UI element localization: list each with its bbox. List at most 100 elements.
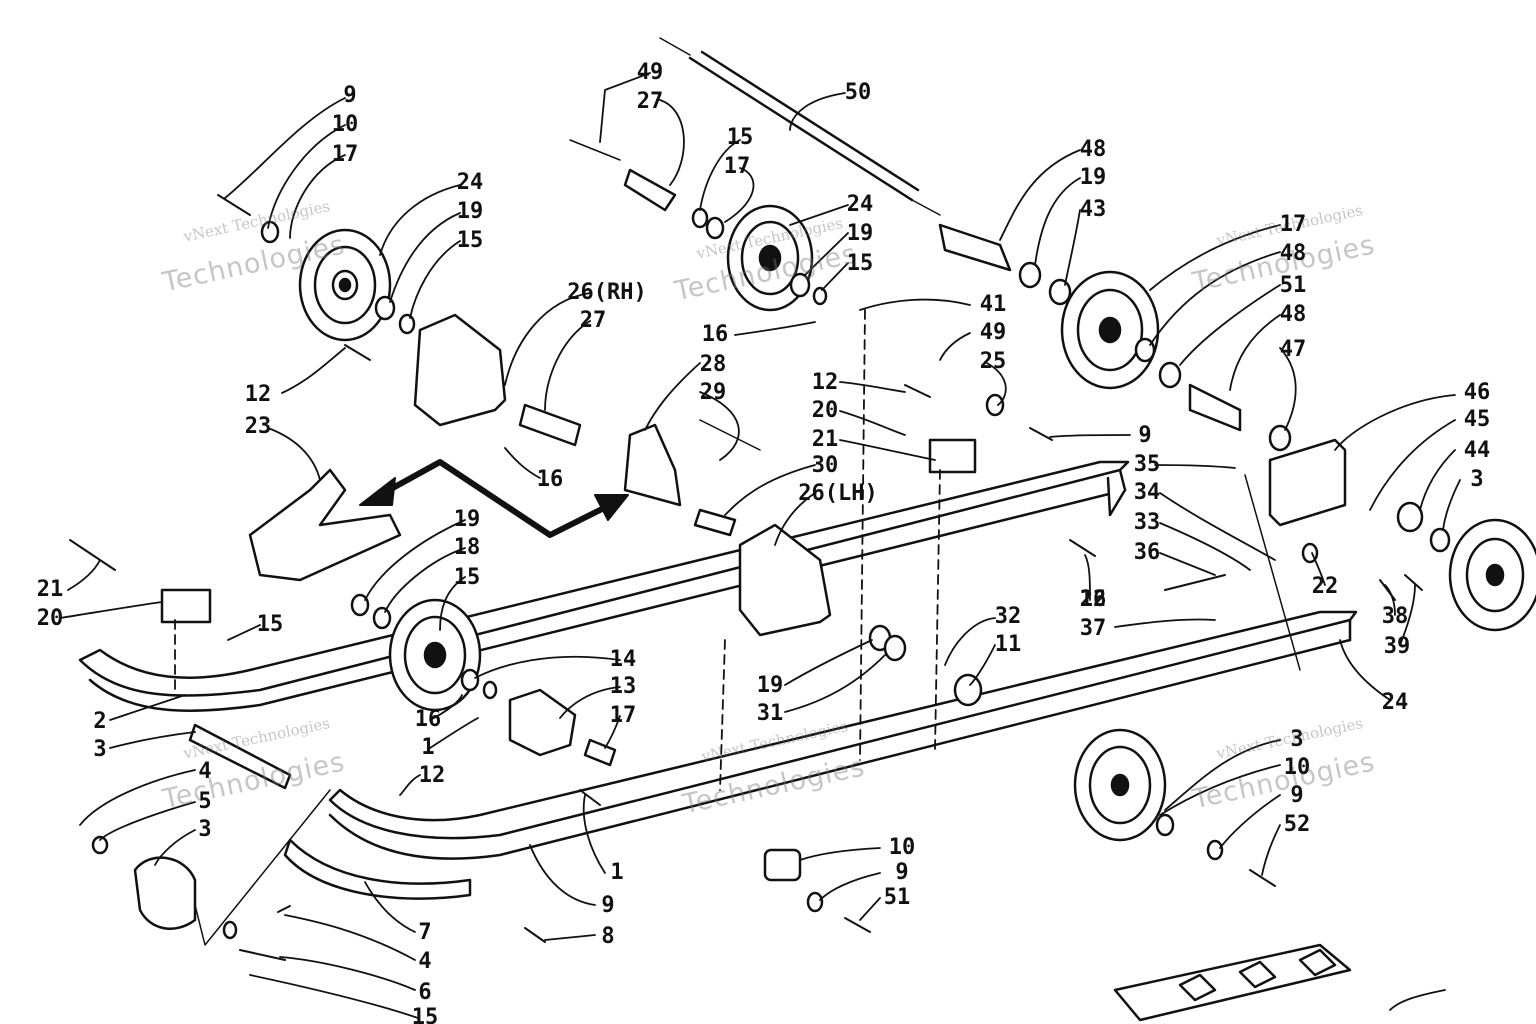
part-label: 49	[636, 60, 664, 85]
mount-block	[508, 688, 577, 757]
part-label: 11	[994, 632, 1022, 657]
idler-wheel-lower-right	[1073, 728, 1167, 842]
wear-strip	[283, 838, 472, 900]
part-label: 8	[601, 924, 615, 949]
part-label: 26(LH)	[798, 481, 878, 506]
bracket-lh	[738, 523, 832, 637]
idler-wheel-upper-left	[298, 228, 392, 342]
leader-lines	[59, 72, 1461, 1019]
part-label: 16	[414, 707, 442, 732]
part-label: 20	[811, 398, 839, 423]
part-label: 26(RH)	[567, 280, 647, 305]
part-label: 46	[1463, 380, 1491, 405]
part-label: 15	[453, 565, 481, 590]
part-label: 7	[418, 920, 432, 945]
bracket-28	[623, 423, 682, 507]
part-label: 29	[699, 380, 727, 405]
part-label: 20	[36, 606, 64, 631]
part-label: 48	[1279, 302, 1307, 327]
part-label: 23	[244, 414, 272, 439]
part-label: 15	[456, 228, 484, 253]
part-label: 43	[1079, 197, 1107, 222]
plate-47	[1268, 438, 1347, 527]
part-label: 19	[456, 199, 484, 224]
part-label: 19	[453, 507, 481, 532]
part-label: 12	[418, 763, 446, 788]
arm-23	[248, 468, 402, 582]
part-label: 25	[979, 349, 1007, 374]
part-label: 2	[93, 709, 107, 734]
part-label: 17	[1279, 212, 1307, 237]
part-label: 4	[418, 949, 432, 974]
part-label: 24	[846, 192, 874, 217]
part-label: 52	[1283, 812, 1311, 837]
part-label: 31	[756, 701, 784, 726]
part-label: 16	[536, 467, 564, 492]
part-label: 50	[844, 80, 872, 105]
part-label: 38	[1381, 604, 1409, 629]
part-label: 35	[1133, 452, 1161, 477]
left-slide-rail	[78, 460, 1130, 712]
bolts	[69, 194, 1423, 961]
part-label: 24	[456, 170, 484, 195]
part-label: 27	[636, 89, 664, 114]
center-shaft-line	[699, 419, 761, 451]
part-label: 3	[1290, 727, 1304, 752]
part-label: 27	[579, 308, 607, 333]
part-label: 12	[811, 370, 839, 395]
part-label: 41	[979, 292, 1007, 317]
part-label: 6	[418, 980, 432, 1005]
part-label: 14	[609, 647, 637, 672]
part-label: 47	[1279, 337, 1307, 362]
part-label: 17	[609, 703, 637, 728]
part-label: 15	[846, 251, 874, 276]
part-label: 49	[979, 320, 1007, 345]
part-label: 51	[1279, 273, 1307, 298]
right-slide-rail	[328, 610, 1358, 860]
sleeves	[188, 168, 1242, 790]
part-label: 33	[1133, 510, 1161, 535]
part-label: 34	[1133, 480, 1161, 505]
part-label: 37	[1079, 616, 1107, 641]
part-label: 15	[256, 612, 284, 637]
part-label: 17	[723, 154, 751, 179]
part-label: 21	[36, 577, 64, 602]
part-label: 16	[701, 322, 729, 347]
block-21-center	[928, 438, 977, 474]
part-label: 5	[198, 789, 212, 814]
part-label: 51	[883, 885, 911, 910]
part-label: 48	[1079, 137, 1107, 162]
part-label: 44	[1463, 438, 1491, 463]
part-label: 1	[421, 735, 435, 760]
part-label: 30	[811, 453, 839, 478]
idler-wheel-center-left	[388, 598, 482, 712]
direction-arrow-icon	[359, 459, 629, 538]
idler-wheel-far-right	[1448, 518, 1536, 632]
part-label: 3	[198, 817, 212, 842]
bracket-rh	[413, 313, 507, 427]
part-label: 36	[1133, 540, 1161, 565]
spacer-11	[763, 848, 802, 882]
part-label: 17	[331, 142, 359, 167]
part-label: 39	[1383, 634, 1411, 659]
washers	[91, 207, 1451, 940]
part-label: 22	[1311, 574, 1339, 599]
part-label: 45	[1463, 407, 1491, 432]
part-label: 3	[1470, 467, 1484, 492]
part-label: 10	[1283, 755, 1311, 780]
part-label: 19	[846, 221, 874, 246]
part-label: 4	[198, 759, 212, 784]
part-label: 9	[601, 893, 615, 918]
part-label: 3	[93, 737, 107, 762]
bumper-5	[133, 856, 197, 930]
part-label: 12	[244, 382, 272, 407]
upper-shaft-line	[569, 139, 621, 161]
part-label: 10	[888, 835, 916, 860]
part-label: 9	[895, 860, 909, 885]
part-label: 24	[1381, 690, 1409, 715]
track-section	[1113, 943, 1352, 1022]
part-label: 28	[699, 352, 727, 377]
part-label: 19	[756, 673, 784, 698]
